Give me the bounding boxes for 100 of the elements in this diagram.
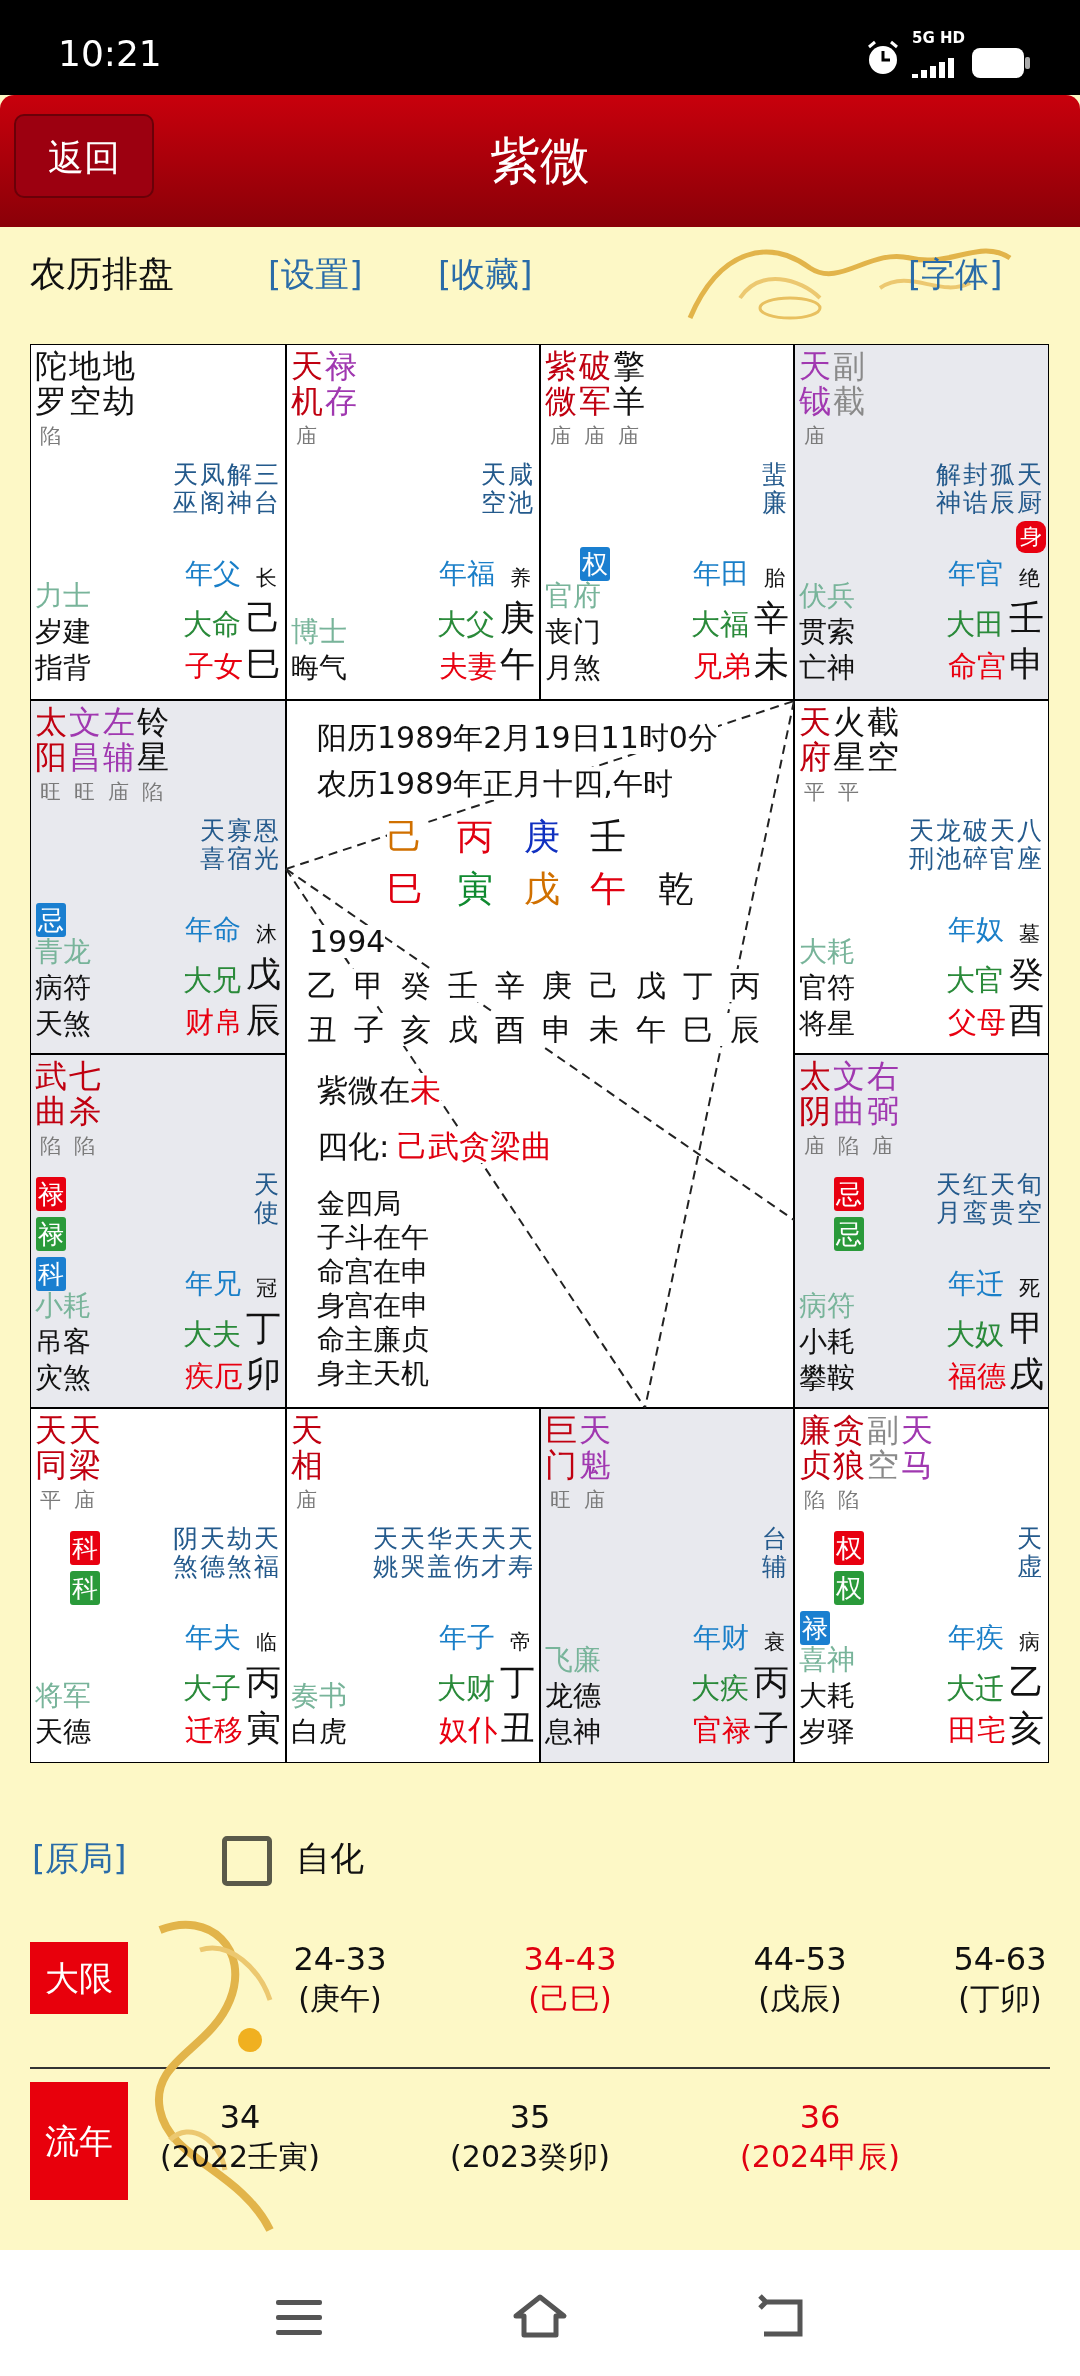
palace-name: 迁移: [185, 1715, 243, 1747]
origin-link: [原局]: [32, 1840, 127, 1878]
life-stage-label: 长: [256, 567, 277, 591]
year-palace-label: 年迁: [948, 1269, 1004, 1300]
minor-star-name: 蜚廉: [762, 461, 787, 516]
life-stage-label: 临: [256, 1631, 277, 1655]
ganzhi-label: (戊辰): [758, 1982, 842, 2015]
minor-star-name: 天官: [990, 817, 1015, 872]
brightness-label: 庙: [296, 1489, 317, 1513]
star-name: 天马: [901, 1413, 933, 1484]
sihua-badge: 忌: [834, 1217, 864, 1251]
info-text: 身主天机: [317, 1359, 429, 1390]
star-name: 天同: [35, 1413, 67, 1484]
minor-star-name: 华盖: [427, 1525, 452, 1580]
decade-palace-label: 大官: [946, 965, 1004, 997]
sihua-badge: 忌: [834, 1177, 864, 1211]
palace-cell: [794, 1054, 1049, 1408]
year-label: (2023癸卯): [450, 2140, 610, 2173]
year-palace-label: 年财: [693, 1623, 749, 1654]
minor-star-name: 台辅: [762, 1525, 787, 1580]
year-palace-label: 年父: [185, 559, 241, 590]
body-badge: 身: [1016, 521, 1046, 553]
sihua-badge: 忌: [36, 903, 66, 937]
star-name: 火星: [833, 705, 865, 776]
spirit-name: 指背: [35, 653, 91, 684]
star-name: 地劫: [103, 349, 135, 420]
network-label: 5G HD: [912, 30, 965, 47]
year-palace-label: 年子: [439, 1623, 495, 1654]
spirit-name: 白虎: [291, 1717, 347, 1748]
info-text: 金四局: [317, 1189, 401, 1220]
palace-cell: [286, 344, 540, 700]
minor-star-name: 天福: [254, 1525, 279, 1580]
spirit-name: 亡神: [799, 653, 855, 684]
life-stage-label: 死: [1019, 1277, 1040, 1301]
sihua-badge: 科: [70, 1571, 100, 1605]
minor-star-name: 天空: [481, 461, 506, 516]
stem-label: 庚: [500, 599, 535, 638]
star-name: 天机: [291, 349, 323, 420]
spirit-name: 岁建: [35, 617, 91, 648]
ganzhi-label: (己巳): [528, 1982, 612, 2015]
spirit-name: 官符: [799, 973, 855, 1004]
decade-palace-label: 大兄: [183, 965, 241, 997]
stem-label: 己: [246, 599, 281, 638]
minor-star-name: 咸池: [508, 461, 533, 516]
decade-palace-label: 大疾: [691, 1673, 749, 1705]
spirit-name: 病符: [799, 1291, 855, 1322]
brightness-label: 旺: [40, 781, 61, 805]
decade-palace-label: 大夫: [183, 1319, 241, 1351]
star-name: 破军: [579, 349, 611, 420]
palace-cell: [540, 344, 794, 700]
minor-star-name: 旬空: [1017, 1171, 1042, 1226]
star-name: 太阴: [799, 1059, 831, 1130]
palace-cell: [30, 700, 286, 1054]
brightness-label: 庙: [108, 781, 129, 805]
year-palace-label: 年疾: [948, 1623, 1004, 1654]
minor-star-name: 阴煞: [173, 1525, 198, 1580]
brightness-label: 平: [804, 781, 825, 805]
connector-line: [644, 700, 795, 1409]
pillar-char: 戊: [524, 869, 560, 909]
star-name: 天魁: [579, 1413, 611, 1484]
star-name: 廉贞: [799, 1413, 831, 1484]
decade-palace-label: 大命: [183, 609, 241, 641]
palace-name: 父母: [948, 1007, 1006, 1039]
spirit-name: 灾煞: [35, 1363, 91, 1394]
age-label: 35: [509, 2100, 551, 2136]
spirit-name: 丧门: [545, 617, 601, 648]
minor-star-name: 八座: [1017, 817, 1042, 872]
minor-star-name: 恩光: [254, 817, 279, 872]
palace-name: 夫妻: [439, 651, 497, 683]
decade-palace-label: 大父: [437, 609, 495, 641]
branch-label: 寅: [246, 1709, 281, 1748]
palace-cell: [30, 1054, 286, 1408]
minor-star-name: 天寿: [508, 1525, 533, 1580]
year-label: (2022壬寅): [160, 2140, 320, 2173]
palace-name: 命宫: [948, 651, 1006, 683]
palace-name: 兄弟: [693, 651, 751, 683]
minor-star-name: 解神: [936, 461, 961, 516]
spirit-name: 伏兵: [799, 581, 855, 612]
life-stage-label: 沐: [256, 923, 277, 947]
life-stage-label: 冠: [256, 1277, 277, 1301]
brightness-label: 庙: [584, 1489, 605, 1513]
decade-palace-label: 大福: [691, 609, 749, 641]
stem-label: 癸: [1009, 955, 1044, 994]
star-name: 太阳: [35, 705, 67, 776]
star-name: 文昌: [69, 705, 101, 776]
life-stage-label: 衰: [764, 1631, 785, 1655]
branch-label: 申: [1009, 645, 1044, 684]
stem-label: 戊: [246, 955, 281, 994]
decade-palace-label: 大奴: [946, 1319, 1004, 1351]
stem-label: 辛: [754, 599, 789, 638]
age-label: 36: [799, 2100, 841, 2136]
age-label: 34: [219, 2100, 261, 2136]
palace-name: 疾厄: [185, 1361, 243, 1393]
year-palace-label: 年奴: [948, 915, 1004, 946]
brightness-label: 平: [40, 1489, 61, 1513]
branch-label: 戌: [1009, 1355, 1044, 1394]
pillar-char: 乾: [658, 869, 694, 909]
minor-star-name: 寡宿: [227, 817, 252, 872]
branch-label: 未: [754, 645, 789, 684]
branch-label: 卯: [246, 1355, 281, 1394]
